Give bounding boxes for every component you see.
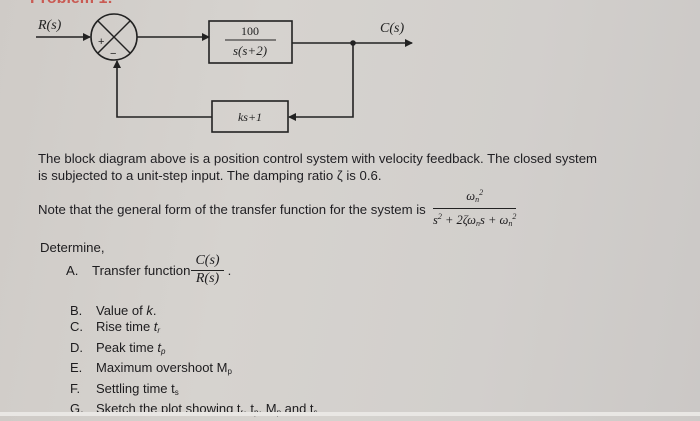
block-diagram: R(s) + − 100 s(s+2) C(s) ks+1 (36, 13, 413, 133)
determine-heading: Determine, (40, 240, 105, 255)
description-line-2: is subjected to a unit-step input. The d… (38, 168, 382, 183)
feedback-line-left (113, 60, 212, 118)
question-text: Value of k. (96, 303, 157, 318)
forward-numerator: 100 (241, 24, 259, 38)
general-form-fraction: ωn2 s2 + 2ζωns + ωn2 (433, 186, 517, 231)
general-form-numerator: ωn2 (433, 186, 517, 210)
general-form-note: Note that the general form of the transf… (38, 202, 426, 217)
question-suffix: . (227, 262, 232, 278)
problem-header: Problem 1: (30, 0, 113, 8)
minus-sign: − (110, 48, 116, 60)
forward-denominator: s(s+2) (233, 43, 267, 58)
question-letter: B. (70, 303, 83, 318)
question-letter: E. (70, 360, 83, 376)
description-line-1: The block diagram above is a position co… (38, 151, 598, 166)
output-label: C(s) (380, 21, 404, 36)
tf-denominator: R(s) (195, 271, 220, 286)
question-f: F. Settling time ts (70, 381, 318, 401)
question-text: Maximum overshoot Mp (96, 360, 232, 377)
feedback-block: ks+1 (211, 100, 289, 133)
question-c: C. Rise time tr (70, 319, 318, 339)
question-b: B. Value of k. (70, 303, 318, 319)
question-d: D. Peak time tp (70, 340, 318, 360)
general-form-denominator: s2 + 2ζωns + ωn2 (433, 212, 517, 229)
question-letter: C. (70, 319, 83, 335)
feedback-line-right (288, 43, 354, 121)
forward-block: 100 s(s+2) (208, 20, 293, 64)
question-text: Peak time tp (96, 339, 166, 356)
page-bottom-edge (0, 412, 700, 416)
question-text: Transfer function (92, 262, 191, 278)
question-letter: D. (70, 339, 83, 355)
input-label: R(s) (37, 18, 62, 33)
question-list: B. Value of k. C. Rise time tr D. Peak t… (70, 303, 318, 421)
question-text: Settling time ts (96, 380, 179, 397)
question-e: E. Maximum overshoot Mp (70, 360, 318, 380)
transfer-function-fraction: C(s) R(s) (191, 254, 224, 286)
question-letter: A. (66, 262, 79, 278)
summing-junction: + − (90, 13, 138, 61)
question-letter: F. (70, 380, 81, 396)
question-text: Rise time tr (96, 319, 161, 336)
problem-description: The block diagram above is a position co… (38, 150, 678, 184)
tf-numerator: C(s) (191, 254, 224, 271)
question-a: A. Transfer function C(s) R(s) . (66, 254, 231, 286)
plus-sign: + (98, 36, 104, 48)
feedback-label: ks+1 (238, 110, 262, 124)
